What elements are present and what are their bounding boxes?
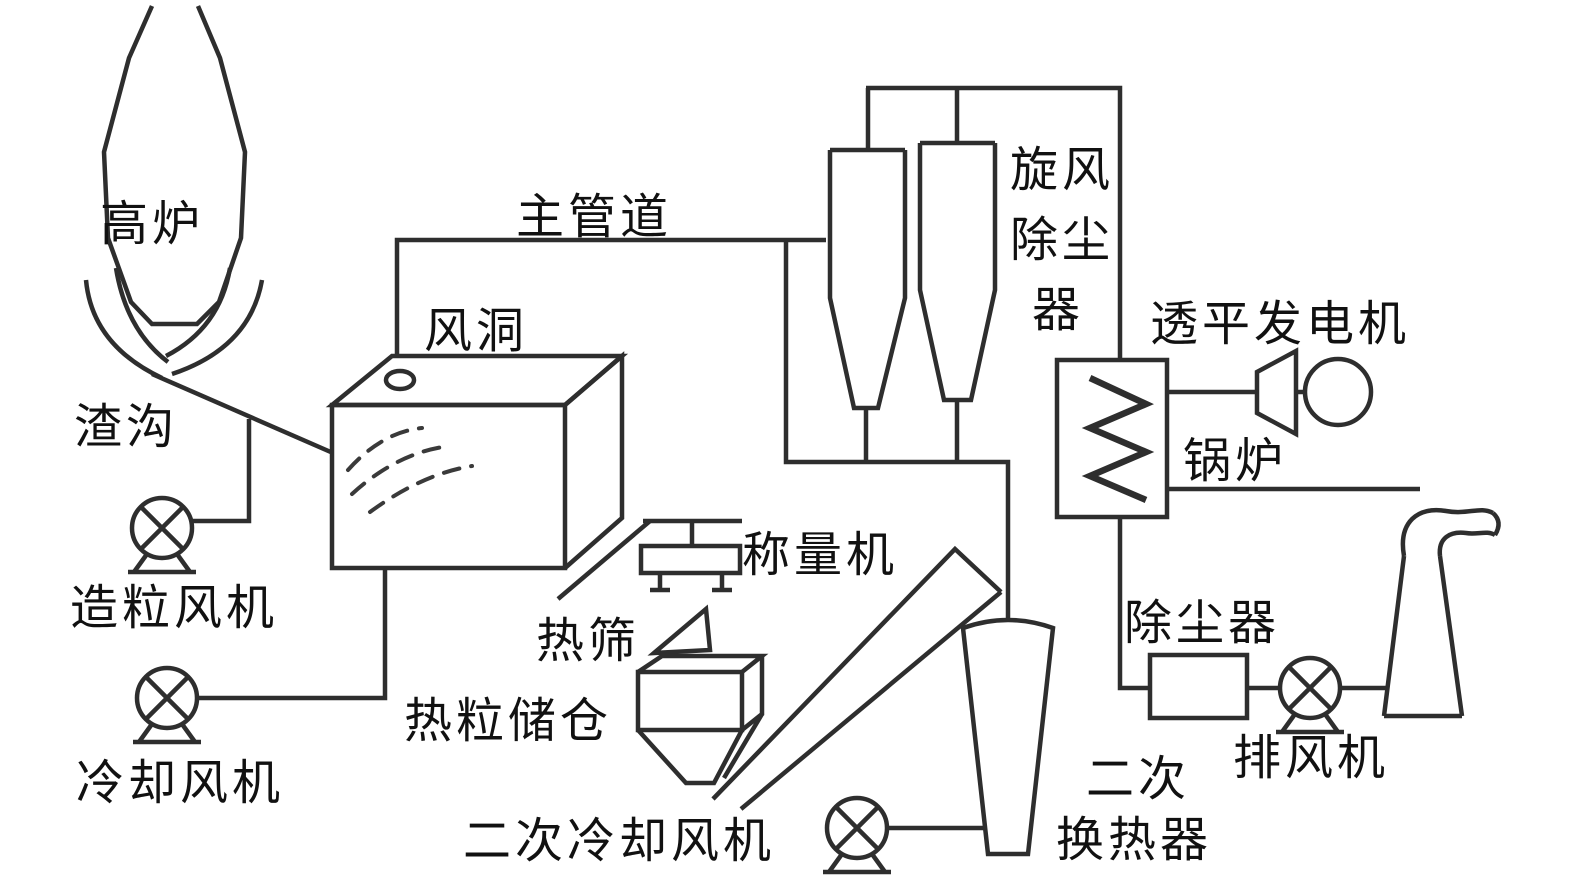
chimney-body xyxy=(1381,555,1465,719)
label-turbine-generator: 透平发电机 xyxy=(1150,298,1410,351)
label-secondary-hx-line2: 换热器 xyxy=(1056,814,1212,867)
secondary-cooling-fan xyxy=(823,798,891,872)
label-dust-collector: 除尘器 xyxy=(1124,597,1280,650)
chute-to-weigher xyxy=(556,519,652,601)
exhaust-fan xyxy=(1276,658,1344,732)
label-wind-tunnel: 风洞 xyxy=(424,305,528,358)
boiler-coil xyxy=(1081,375,1155,503)
dust-collector xyxy=(1147,652,1250,721)
dust-collector-box xyxy=(1147,652,1250,721)
hx-cone xyxy=(960,617,1056,857)
labels: 高炉 渣沟 风洞 主管道 旋风 除尘 器 透平发电机 锅炉 造粒风机 冷却风机 … xyxy=(70,144,1410,868)
label-granulating-fan: 造粒风机 xyxy=(70,582,278,635)
slag-spray-arc-3 xyxy=(368,464,474,514)
secondary-heat-exchanger xyxy=(960,617,1056,857)
chimney-flue-inner xyxy=(1437,530,1497,557)
label-exhaust-fan: 排风机 xyxy=(1233,732,1389,785)
turbine-generator xyxy=(1254,347,1374,438)
label-slag-runner: 渣沟 xyxy=(74,401,178,454)
label-hot-sieve: 热筛 xyxy=(536,615,640,668)
bin-funnel xyxy=(636,712,764,786)
boiler-outlet-duct xyxy=(1117,517,1152,691)
slag-runner-line xyxy=(151,371,334,456)
weighing-machine xyxy=(638,518,743,593)
label-secondary-cooling-fan: 二次冷却风机 xyxy=(463,815,775,868)
turbine-horn xyxy=(1254,347,1299,438)
gas-header xyxy=(866,85,1123,360)
granulating-fan-duct xyxy=(192,419,252,524)
weigher-body xyxy=(638,543,743,576)
conveyor-upper xyxy=(711,545,1003,801)
label-cyclone-line2: 除尘 xyxy=(1010,214,1114,267)
cyclone-separators xyxy=(827,140,998,411)
bin-top xyxy=(636,653,769,674)
label-boiler: 锅炉 xyxy=(1183,435,1287,488)
hot-sieve xyxy=(647,604,713,656)
label-cooling-fan: 冷却风机 xyxy=(76,757,284,810)
label-cyclone-line3: 器 xyxy=(1032,284,1084,337)
label-secondary-hx-line1: 二次 xyxy=(1086,753,1190,806)
hot-sieve-wedge xyxy=(647,604,713,656)
bin-front xyxy=(635,669,745,733)
conveyor-lower xyxy=(739,590,1003,811)
cooling-fan-duct xyxy=(197,568,388,701)
cooling-fan xyxy=(133,668,201,742)
branch-to-heat-exchanger xyxy=(783,240,1011,622)
slag-trough-curve-right-inner xyxy=(164,267,233,358)
label-cyclone-line1: 旋风 xyxy=(1010,144,1114,197)
label-main-pipe: 主管道 xyxy=(516,191,672,244)
blast-furnace xyxy=(83,5,334,456)
wind-tunnel-port xyxy=(383,368,417,392)
label-hot-particle-bin: 热粒储仓 xyxy=(404,695,612,748)
generator-circle xyxy=(1302,356,1374,428)
label-weighing-machine: 称量机 xyxy=(742,529,898,582)
main-pipe-line xyxy=(394,237,826,356)
chimney-flue-tip xyxy=(1491,511,1501,537)
boiler-shell xyxy=(1054,357,1170,520)
chimney-flue-outer xyxy=(1400,507,1495,557)
weigher-legs xyxy=(650,573,732,593)
slag-trough-curve-right-outer xyxy=(171,279,265,377)
wind-tunnel-top xyxy=(325,353,629,408)
chimney xyxy=(1381,507,1501,719)
blast-furnace-outline xyxy=(101,5,248,327)
slag-trough-curve-left-inner xyxy=(113,267,170,364)
slag-trough-curve-left-outer xyxy=(83,279,163,381)
slag-spray-arc-2 xyxy=(350,444,452,496)
piping xyxy=(192,85,1420,831)
slag-spray-arc-1 xyxy=(346,426,424,472)
wind-tunnel-front xyxy=(329,402,568,571)
wind-tunnel xyxy=(325,351,629,571)
granulating-fan xyxy=(128,498,196,572)
label-blast-furnace: 高炉 xyxy=(100,198,204,251)
boiler xyxy=(1054,357,1170,520)
cyclone-left xyxy=(827,147,908,411)
hot-particle-bin xyxy=(635,653,769,786)
wind-tunnel-side xyxy=(563,351,625,570)
weigher-top-bar xyxy=(643,518,742,546)
cyclone-right xyxy=(917,140,998,403)
